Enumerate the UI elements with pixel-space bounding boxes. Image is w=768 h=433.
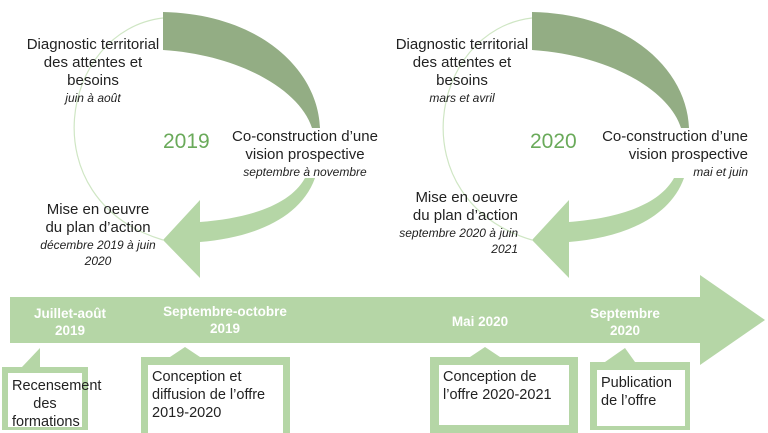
diagnostic-2020: Diagnostic territorial des attentes et b… [395, 36, 529, 105]
light-curved-arrow [163, 178, 315, 278]
dark-arc-arrow [163, 12, 320, 128]
year-2020: 2020 [530, 130, 577, 153]
task-box: Conception de l’offre 2020-2021 [439, 365, 569, 425]
cycle-2020 [442, 12, 689, 278]
coconstruction-2019: Co-construction d’une vision prospective… [232, 128, 378, 179]
milestone-date: Juillet-août 2019 [33, 306, 106, 338]
callouts [2, 347, 690, 433]
milestone-date: Mai 2020 [451, 314, 509, 329]
cycle-line [442, 17, 533, 241]
milestone-date: Septembre-octobre 2019 [163, 304, 287, 336]
timeline-arrow [10, 275, 765, 365]
light-curved-arrow [532, 178, 684, 278]
task-box: Recensement des formations [8, 373, 101, 430]
coconstruction-2020: Co-construction d’une vision prospective… [602, 128, 748, 179]
cycle-line [73, 17, 164, 241]
diagnostic-2019: Diagnostic territorial des attentes et b… [26, 36, 160, 105]
task-box: Conception et diffusion de l’offre 2019-… [148, 365, 283, 433]
dark-arc-arrow [532, 12, 689, 128]
year-2019: 2019 [163, 130, 210, 153]
task-box: Publication de l’offre [597, 370, 685, 426]
cycle-2019 [73, 12, 320, 278]
milestone-date: Septembre 2020 [590, 306, 660, 338]
